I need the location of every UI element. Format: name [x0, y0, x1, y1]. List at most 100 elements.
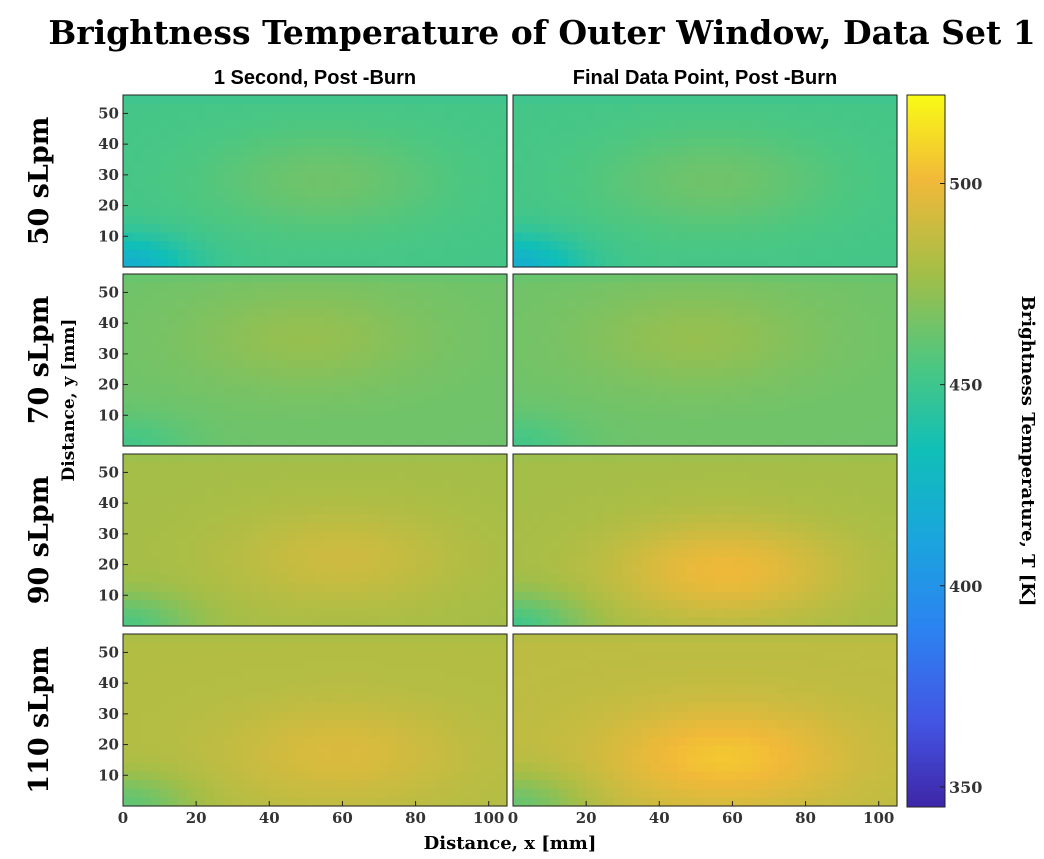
heatmap-cell [842, 189, 852, 199]
heatmap-cell [540, 548, 551, 558]
heatmap-cell [223, 497, 234, 507]
heatmap-cell [549, 411, 560, 421]
heatmap-cell [714, 360, 724, 370]
heatmap-cell [540, 591, 551, 601]
heatmap-cell [723, 224, 734, 234]
heatmap-cell [741, 360, 752, 370]
heatmap-cell [860, 540, 871, 550]
heatmap-cell [604, 325, 615, 335]
heatmap-cell [251, 317, 261, 327]
heatmap-cell [278, 258, 289, 268]
heatmap-cell [650, 591, 660, 601]
heatmap-cell [531, 471, 542, 481]
heatmap-cell [488, 291, 499, 301]
y-tick-label: 10 [98, 586, 119, 604]
heatmap-cell [595, 95, 606, 105]
heatmap-cell [342, 291, 353, 301]
heatmap-cell [540, 308, 551, 318]
heatmap-cell [369, 437, 380, 447]
heatmap-cell [677, 437, 688, 447]
heatmap-cell [622, 522, 633, 532]
heatmap-cell [123, 565, 133, 575]
heatmap-cell [241, 600, 252, 610]
heatmap-cell [887, 454, 898, 464]
heatmap-cell [497, 224, 508, 234]
heatmap-cell [759, 583, 770, 593]
heatmap-cell [787, 155, 798, 165]
heatmap-cell [241, 403, 252, 413]
heatmap-cell [878, 308, 889, 318]
heatmap-cell [406, 325, 417, 335]
heatmap-cell [860, 591, 871, 601]
heatmap-cell [251, 232, 261, 242]
heatmap-cell [269, 215, 280, 225]
heatmap-cell [269, 420, 280, 430]
heatmap-cell [388, 189, 398, 199]
heatmap-cell [369, 505, 380, 515]
heatmap-cell [814, 224, 825, 234]
heatmap-cell [379, 428, 389, 438]
heatmap-cell [823, 215, 834, 225]
heatmap-cell [342, 274, 353, 284]
heatmap-cell [141, 505, 152, 515]
heatmap-cell [686, 146, 697, 156]
heatmap-cell [415, 583, 426, 593]
heatmap-cell [150, 351, 161, 361]
heatmap-cell [324, 377, 334, 387]
heatmap-cell [677, 189, 688, 199]
heatmap-cell [622, 282, 633, 292]
heatmap-cell [351, 497, 362, 507]
heatmap-cell [132, 138, 142, 148]
heatmap-cell [287, 232, 298, 242]
heatmap-cell [677, 583, 688, 593]
heatmap-cell [823, 531, 834, 541]
heatmap-cell [741, 385, 752, 395]
heatmap-cell [159, 241, 170, 251]
heatmap-cell [805, 368, 816, 378]
heatmap-cell [123, 291, 133, 301]
heatmap-cell [452, 258, 462, 268]
heatmap-cell [369, 189, 380, 199]
heatmap-cell [513, 505, 523, 515]
heatmap-cell [604, 282, 615, 292]
heatmap-cell [461, 574, 472, 584]
heatmap-cell [705, 103, 715, 113]
heatmap-cell [433, 181, 444, 191]
heatmap-cell [641, 232, 651, 242]
heatmap-cell [842, 325, 852, 335]
heatmap-cell [705, 274, 715, 284]
heatmap-cell [842, 385, 852, 395]
heatmap-cell [305, 617, 316, 627]
heatmap-cell [842, 351, 852, 361]
heatmap-cell [177, 531, 188, 541]
heatmap-cell [461, 583, 472, 593]
heatmap-cell [695, 129, 706, 139]
heatmap-cell [324, 591, 334, 601]
heatmap-cell [397, 617, 408, 627]
heatmap-cell [406, 249, 417, 259]
heatmap-cell [479, 591, 490, 601]
heatmap-cell [324, 574, 334, 584]
heatmap-cell [714, 497, 724, 507]
heatmap-cell [887, 112, 898, 122]
heatmap-cell [177, 129, 188, 139]
heatmap-cell [324, 146, 334, 156]
heatmap-cell [860, 462, 871, 472]
heatmap-cell [397, 479, 408, 489]
heatmap-cell [586, 505, 596, 515]
heatmap-cell [497, 103, 508, 113]
heatmap-cell [287, 531, 298, 541]
heatmap-cell [723, 249, 734, 259]
heatmap-cell [452, 454, 462, 464]
heatmap-cell [814, 308, 825, 318]
heatmap-cell [333, 308, 344, 318]
heatmap-cell [842, 600, 852, 610]
heatmap-cell [214, 522, 225, 532]
heatmap-cell [269, 488, 280, 498]
heatmap-cell [269, 342, 280, 352]
heatmap-cell [823, 403, 834, 413]
heatmap-cell [214, 146, 225, 156]
heatmap-cell [497, 522, 508, 532]
heatmap-cell [851, 241, 862, 251]
heatmap-cell [869, 129, 880, 139]
